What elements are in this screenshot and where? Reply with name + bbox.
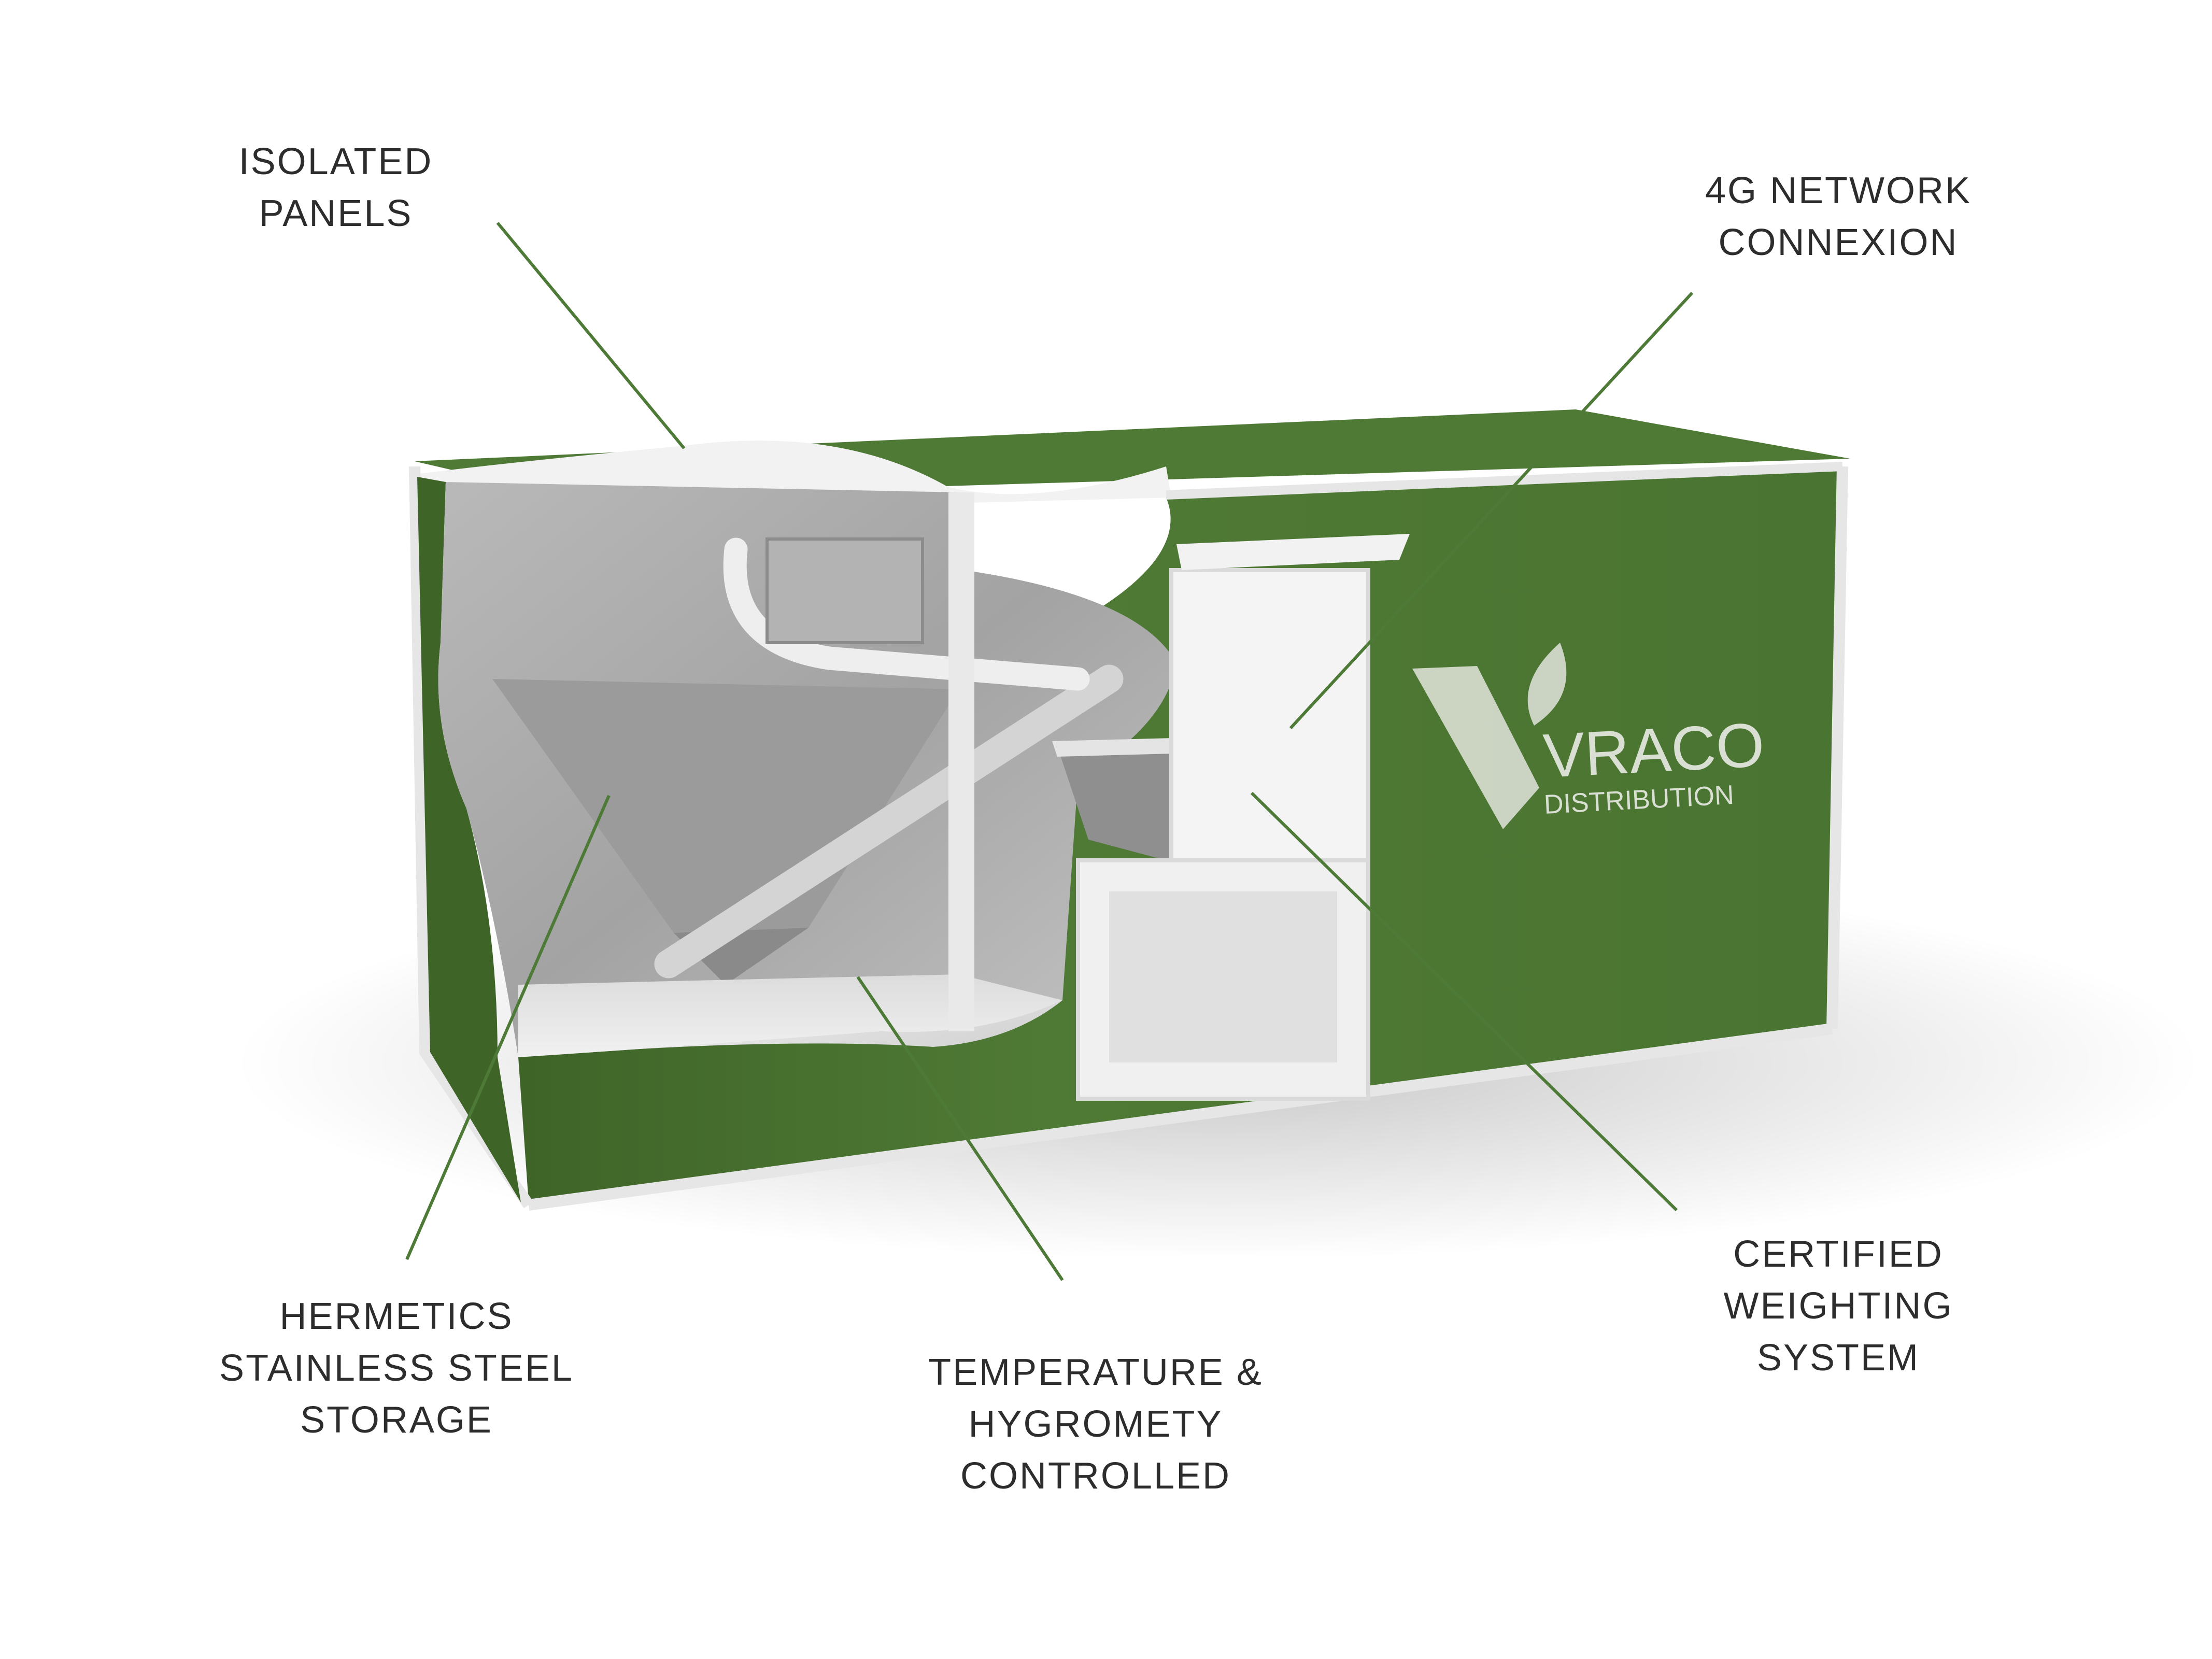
label-line: PANELS (259, 193, 413, 234)
interior-floor (518, 974, 1062, 1057)
label-weighting: CERTIFIED WEIGHTING SYSTEM (1724, 1228, 1953, 1384)
label-line: HERMETICS (279, 1296, 514, 1337)
logo-leaf-icon (1527, 643, 1567, 726)
label-line: STAINLESS STEEL (219, 1348, 574, 1389)
leader-isolated-panels (496, 222, 686, 449)
leader-network (1289, 291, 1694, 730)
canopy (1176, 534, 1410, 570)
label-line: WEIGHTING (1723, 1285, 1953, 1327)
label-line: TEMPERATURE & (928, 1352, 1263, 1393)
leader-lines (405, 222, 1694, 1281)
fill-pipe (723, 537, 1090, 691)
label-line: 4G NETWORK (1705, 170, 1972, 211)
left-side-panel (417, 477, 521, 1202)
hopper (492, 679, 959, 933)
label-line: ISOLATED (238, 141, 433, 182)
leader-storage (405, 795, 611, 1260)
label-line: SYSTEM (1756, 1337, 1920, 1379)
label-isolated-panels: ISOLATED PANELS (239, 136, 433, 239)
compartment-divider (948, 492, 974, 1031)
dispense-opening (1109, 891, 1337, 1062)
frame-top-edge (1166, 462, 1843, 500)
auger-tube (654, 664, 1124, 979)
vraco-logo: VRACO DISTRIBUTION (1412, 643, 1766, 829)
access-plate (765, 537, 924, 644)
leader-weighting (1250, 791, 1678, 1212)
label-storage: HERMETICS STAINLESS STEEL STORAGE (219, 1291, 574, 1446)
frame-right-edge (1826, 466, 1848, 1029)
label-line: STORAGE (300, 1399, 493, 1441)
door-frame (1169, 568, 1370, 862)
label-line: CONNEXION (1718, 222, 1959, 263)
leader-climate (856, 976, 1064, 1281)
label-network: 4G NETWORK CONNEXION (1705, 165, 1972, 268)
label-line: CERTIFIED (1733, 1233, 1944, 1275)
logo-v-mark (1412, 666, 1539, 829)
label-line: CONTROLLED (960, 1455, 1231, 1497)
label-line: HYGROMETY (968, 1403, 1223, 1445)
label-climate: TEMPERATURE & HYGROMETY CONTROLLED (928, 1346, 1263, 1502)
frame-bottom-edge (528, 1023, 1833, 1211)
logo-brand: VRACO (1541, 710, 1766, 791)
